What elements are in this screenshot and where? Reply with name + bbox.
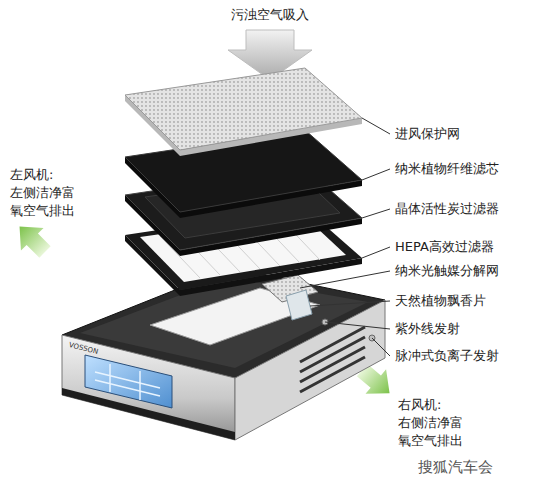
intake-label: 污浊空气吸入 (231, 6, 309, 24)
watermark: 搜狐汽车会 (418, 458, 493, 476)
part-label: 天然植物飘香片 (395, 292, 486, 310)
part-label: HEPA高效过滤器 (395, 238, 494, 256)
leader-lines (300, 118, 390, 356)
left-outlet-arrow (8, 215, 56, 263)
fan-note: 右侧洁净富氧空气排出 (398, 414, 467, 450)
fan-heading: 右风机: (398, 396, 441, 414)
part-label: 晶体活性炭过滤器 (395, 200, 499, 218)
part-label: 纳米植物纤维滤芯 (395, 160, 499, 178)
fan-note: 左侧洁净富氧空气排出 (10, 184, 79, 220)
purifier-body (62, 268, 385, 440)
part-label: 进风保护网 (395, 125, 460, 143)
fan-heading: 左风机: (10, 166, 53, 184)
part-label: 脉冲式负离子发射 (395, 347, 499, 365)
part-label: 紫外线发射 (395, 320, 460, 338)
part-label: 纳米光触媒分解网 (395, 262, 499, 280)
intake-mesh (125, 68, 362, 156)
